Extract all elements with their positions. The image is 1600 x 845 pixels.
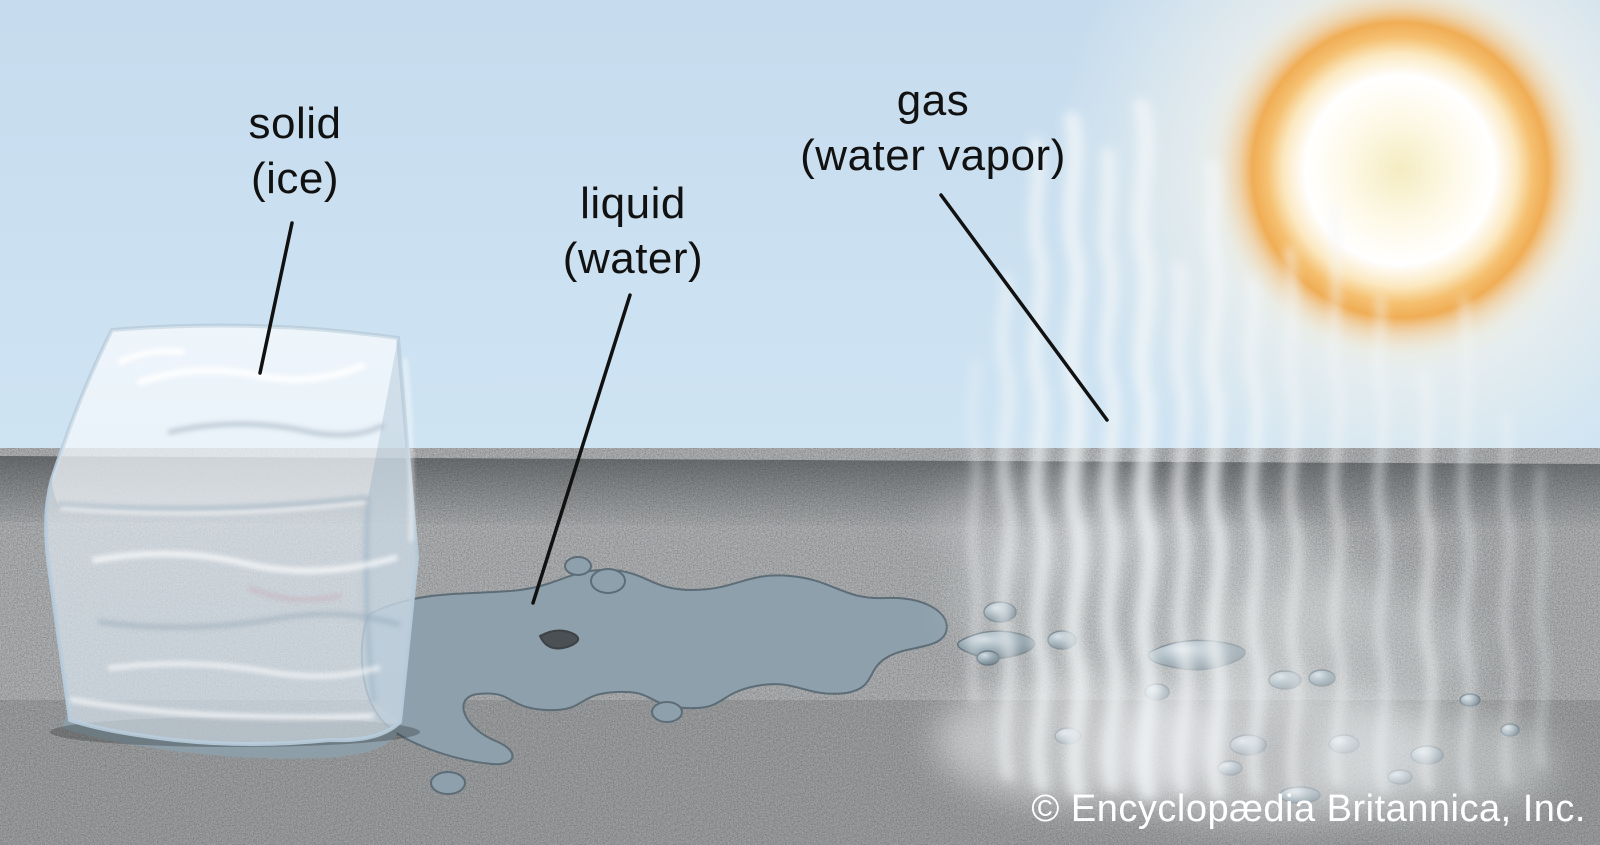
ice-cube-body <box>44 323 420 746</box>
label-liquid: liquid (water) <box>563 176 703 286</box>
label-solid-line1: solid <box>248 99 342 148</box>
water-puddle <box>62 556 948 795</box>
ice-cube <box>44 323 420 747</box>
water-vapor-steam <box>930 98 1555 822</box>
label-gas-line2: (water vapor) <box>800 131 1066 180</box>
label-gas: gas (water vapor) <box>800 73 1066 183</box>
leader-line-liquid <box>531 293 632 605</box>
puddle-cube-base <box>62 716 399 759</box>
label-liquid-line1: liquid <box>580 179 686 228</box>
label-gas-line1: gas <box>896 76 970 125</box>
label-liquid-line2: (water) <box>562 234 704 283</box>
puddle-main <box>360 568 948 766</box>
label-solid-line2: (ice) <box>250 154 340 203</box>
leader-line-gas <box>939 193 1109 422</box>
leader-line-solid <box>258 221 294 375</box>
copyright-credit: © Encyclopædia Britannica, Inc. <box>1031 788 1586 830</box>
leader-lines <box>258 193 1109 605</box>
label-solid: solid (ice) <box>249 96 342 206</box>
